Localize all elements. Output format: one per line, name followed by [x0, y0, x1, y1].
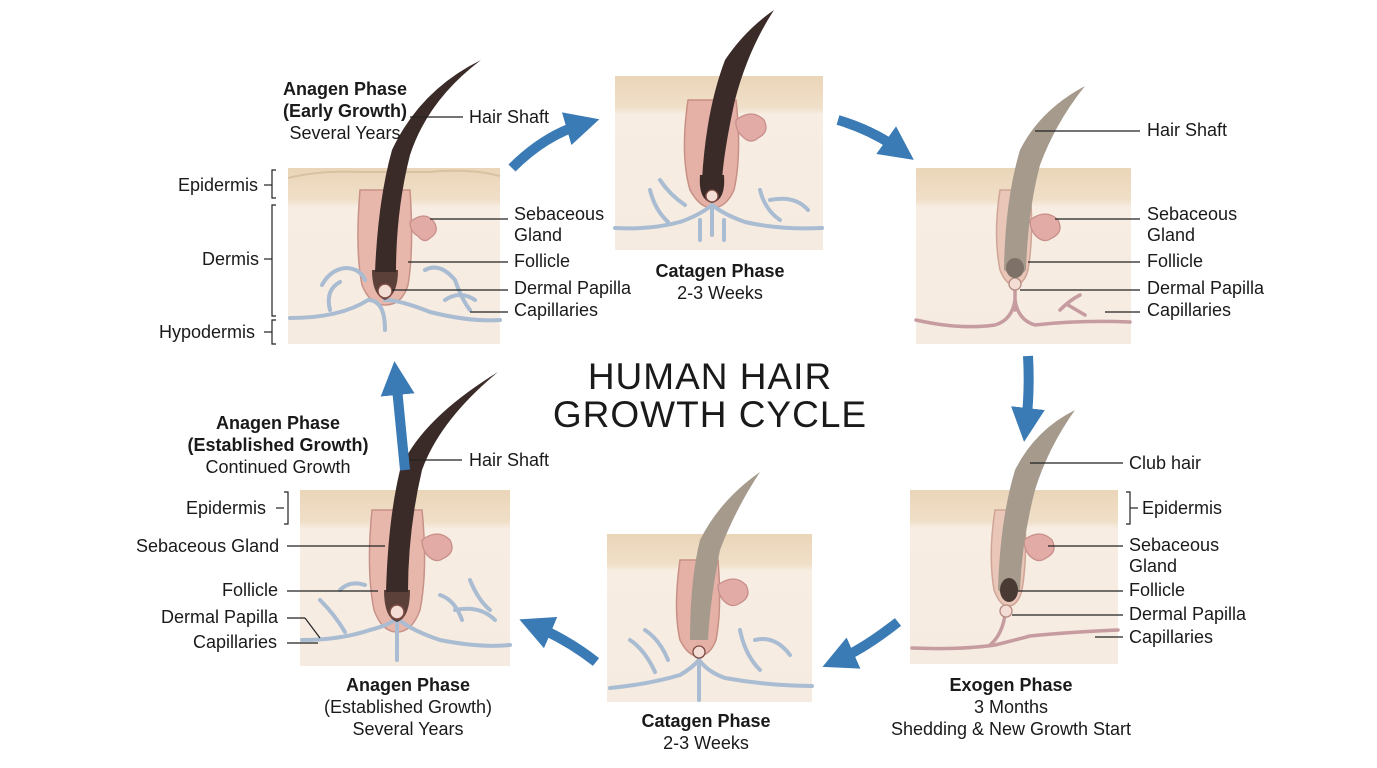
label-capillaries: Capillaries	[1129, 627, 1214, 647]
panel-catagen-top	[613, 10, 824, 250]
sebaceous-gland-shape	[409, 215, 437, 242]
label-gland: Gland	[514, 225, 563, 245]
phase-duration: 2-3 Weeks	[663, 733, 749, 753]
label-sebaceous: Sebaceous	[1129, 535, 1220, 555]
anagen-established-caption: Anagen Phase (Established Growth) Contin…	[183, 412, 373, 478]
panel-anagen-established	[300, 372, 512, 666]
label-epidermis: Epidermis	[178, 175, 259, 195]
exogen-caption: Exogen Phase 3 Months Shedding & New Gro…	[881, 674, 1141, 740]
label-dermal-papilla: Dermal Papilla	[1147, 278, 1265, 298]
label-dermal-papilla: Dermal Papilla	[161, 607, 279, 627]
phase-title: Anagen Phase	[345, 675, 471, 695]
phase-duration: Several Years	[289, 123, 401, 143]
phase-note: Shedding & New Growth Start	[890, 719, 1132, 739]
arrow-1-to-2	[508, 112, 600, 172]
arrow-2-to-3	[836, 115, 914, 160]
panel-catagen-bottom	[607, 472, 814, 702]
label-follicle: Follicle	[514, 251, 571, 271]
phase-title: Catagen Phase	[655, 261, 785, 281]
label-sebaceous-gland: Sebaceous Gland	[136, 536, 280, 556]
phase-duration: 3 Months	[973, 697, 1049, 717]
label-dermal-papilla: Dermal Papilla	[514, 278, 632, 298]
phase-duration: 2-3 Weeks	[677, 283, 763, 303]
label-follicle: Follicle	[1147, 251, 1204, 271]
capillaries-shape	[288, 265, 502, 332]
anagen-established-bottom-caption: Anagen Phase (Established Growth) Severa…	[308, 674, 508, 740]
leader-lines	[264, 116, 1140, 644]
phase-duration: Continued Growth	[205, 457, 351, 477]
title-line-1: HUMAN HAIR	[587, 356, 833, 397]
panel-exogen	[910, 410, 1120, 664]
cycle-arrows	[380, 112, 1045, 669]
panel-anagen-early	[287, 60, 502, 344]
phase-title: Catagen Phase	[641, 711, 771, 731]
arrow-4-to-5	[822, 618, 902, 669]
label-dermis: Dermis	[202, 249, 259, 269]
label-club-hair: Club hair	[1129, 453, 1202, 473]
label-sebaceous: Sebaceous	[1147, 204, 1238, 224]
label-follicle: Follicle	[1129, 580, 1186, 600]
phase-title: Anagen Phase	[215, 413, 341, 433]
label-hair-shaft: Hair Shaft	[469, 107, 550, 127]
arrow-3-to-4	[1011, 355, 1045, 442]
label-hypodermis: Hypodermis	[159, 322, 256, 342]
label-capillaries: Capillaries	[193, 632, 278, 652]
label-capillaries: Capillaries	[514, 300, 599, 320]
label-dermal-papilla: Dermal Papilla	[1129, 604, 1247, 624]
catagen-bottom-caption: Catagen Phase 2-3 Weeks	[626, 710, 786, 754]
label-epidermis: Epidermis	[186, 498, 267, 518]
phase-subtitle: (Established Growth)	[187, 435, 369, 455]
label-sebaceous: Sebaceous	[514, 204, 605, 224]
title-line-2: GROWTH CYCLE	[552, 394, 868, 435]
phase-title: Exogen Phase	[949, 675, 1073, 695]
arrow-6-to-1	[380, 361, 415, 471]
label-follicle: Follicle	[222, 580, 279, 600]
panel-telogen	[914, 86, 1132, 344]
phase-title: Anagen Phase	[282, 79, 408, 99]
label-hair-shaft: Hair Shaft	[469, 450, 550, 470]
phase-subtitle: (Early Growth)	[282, 101, 407, 121]
label-capillaries: Capillaries	[1147, 300, 1232, 320]
label-gland: Gland	[1147, 225, 1196, 245]
label-gland: Gland	[1129, 556, 1178, 576]
arrow-5-to-6	[519, 616, 600, 666]
diagram-title: HUMAN HAIR GROWTH CYCLE	[530, 358, 890, 434]
label-epidermis: Epidermis	[1142, 498, 1223, 518]
anagen-early-caption: Anagen Phase (Early Growth) Several Year…	[265, 78, 425, 144]
phase-duration: Several Years	[352, 719, 464, 739]
phase-subtitle: (Established Growth)	[323, 697, 493, 717]
catagen-top-caption: Catagen Phase 2-3 Weeks	[640, 260, 800, 304]
hair-shaft-shape	[375, 60, 481, 272]
label-hair-shaft: Hair Shaft	[1147, 120, 1228, 140]
